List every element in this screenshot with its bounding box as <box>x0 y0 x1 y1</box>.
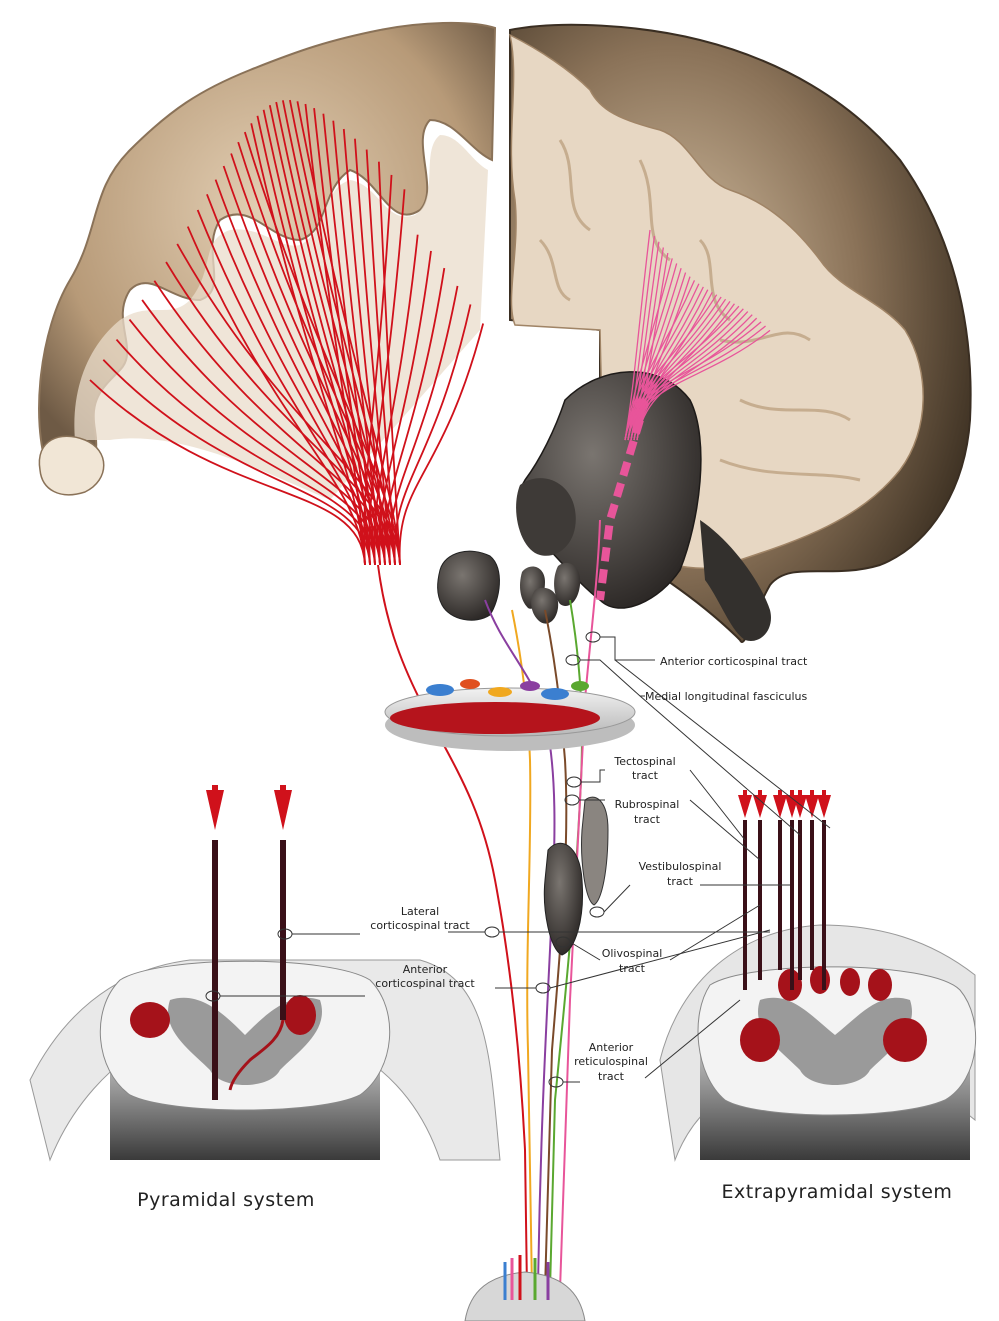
caption-pyramidal-system: Pyramidal system <box>137 1189 315 1211</box>
label-lateral-corticospinal-2: corticospinal tract <box>370 919 470 932</box>
descending-tract-rod <box>778 820 782 970</box>
label-tectospinal-2: tract <box>632 769 659 782</box>
label-reticulospinal-1: Anterior <box>589 1041 634 1054</box>
descending-arrow <box>773 795 787 818</box>
descending-arrow <box>753 795 767 818</box>
label-anterior-corticospinal-1: Anterior <box>403 963 448 976</box>
descending-arrow <box>738 795 752 818</box>
right-hemisphere-section <box>510 25 971 642</box>
descending-tract-rod <box>758 820 762 980</box>
caption-extrapyramidal-system: Extrapyramidal system <box>722 1181 953 1203</box>
label-reticulospinal-3: tract <box>598 1070 625 1083</box>
disc-red-bundle <box>390 702 600 734</box>
brainstem-disc <box>385 679 635 751</box>
descending-tract-rod <box>810 820 814 970</box>
label-anterior-corticospinal-2: corticospinal tract <box>375 977 475 990</box>
descending-arrow <box>817 795 831 818</box>
descending-tract-rod <box>798 820 802 980</box>
descending-tract-rod <box>790 820 794 990</box>
label-vestibulospinal-1: Vestibulospinal <box>639 860 722 873</box>
colliculus-right <box>554 563 580 606</box>
left-temporal-pole <box>39 436 103 495</box>
label-anterior-corticospinal-top: Anterior corticospinal tract <box>660 655 808 668</box>
label-rubrospinal-1: Rubrospinal <box>615 798 680 811</box>
label-tectospinal-1: Tectospinal <box>613 755 675 768</box>
label-lateral-corticospinal-1: Lateral <box>401 905 439 918</box>
spinal-cord-stub <box>465 1255 585 1321</box>
brainstem-nuclei <box>438 551 581 623</box>
label-vestibulospinal-2: tract <box>667 875 694 888</box>
label-reticulospinal-2: reticulospinal <box>574 1055 648 1068</box>
red-nucleus-left <box>438 551 500 620</box>
label-olivospinal-1: Olivospinal <box>602 947 663 960</box>
vestibular-nucleus <box>531 588 558 624</box>
pyramid-strip <box>582 797 608 905</box>
label-olivospinal-2: tract <box>619 962 646 975</box>
label-medial-longitudinal-fasciculus: Medial longitudinal fasciculus <box>645 690 807 703</box>
descending-tract-rod <box>822 820 826 990</box>
extrapyramidal-cord-section <box>660 790 976 1160</box>
label-rubrospinal-2: tract <box>634 813 661 826</box>
left-hemisphere-section <box>39 23 495 565</box>
